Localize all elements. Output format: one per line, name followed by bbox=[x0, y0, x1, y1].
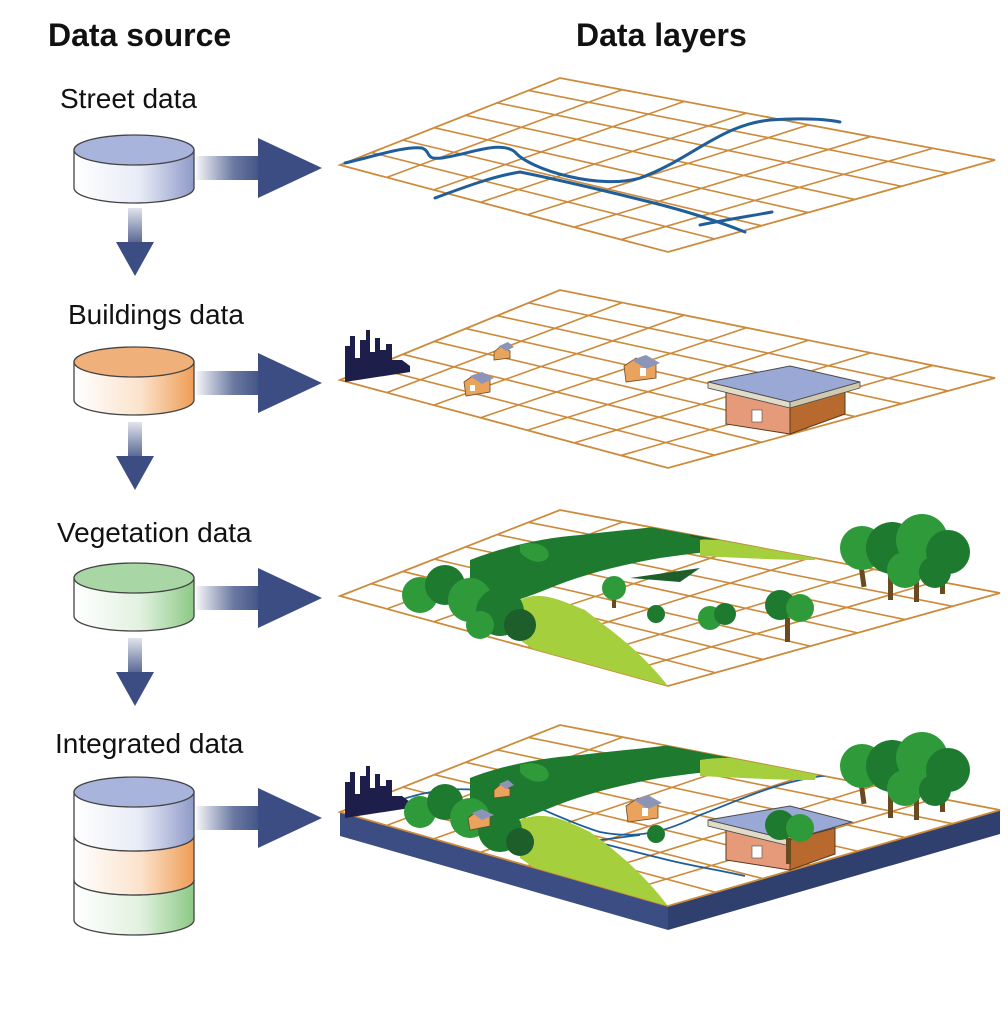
vegetation-data-label: Vegetation data bbox=[57, 517, 252, 548]
house-icon bbox=[625, 795, 662, 823]
street-data-icon bbox=[73, 134, 195, 204]
layer-base-front-left bbox=[340, 812, 668, 930]
street-lines bbox=[343, 117, 842, 234]
house-icon bbox=[467, 809, 494, 831]
data-layers-header: Data layers bbox=[576, 17, 747, 53]
large-building-icon bbox=[707, 365, 861, 435]
tree-icon bbox=[765, 810, 814, 864]
tree-icon bbox=[765, 590, 814, 642]
forest-icon bbox=[840, 514, 970, 602]
layer-base-front-right bbox=[668, 810, 1000, 930]
vegetation-layer bbox=[337, 509, 1001, 687]
integrated-data-label: Integrated data bbox=[55, 728, 244, 759]
integrated-layer bbox=[337, 724, 1001, 930]
house-icon bbox=[463, 372, 494, 397]
arrow-right-icon bbox=[196, 788, 322, 848]
vegetation-data-icon bbox=[73, 562, 195, 632]
street-layer bbox=[337, 77, 996, 253]
city-skyline-icon bbox=[345, 766, 410, 818]
tree-icon bbox=[602, 576, 626, 608]
arrow-right-icon bbox=[196, 353, 322, 413]
arrow-down-icon bbox=[116, 422, 154, 490]
large-building-icon bbox=[707, 805, 854, 871]
integrated-data-icon bbox=[73, 776, 195, 936]
tree-icon bbox=[698, 603, 736, 630]
data-source-header: Data source bbox=[48, 17, 231, 53]
arrow-down-icon bbox=[116, 208, 154, 276]
tree-icon bbox=[647, 605, 665, 623]
buildings-layer bbox=[337, 289, 996, 469]
house-icon bbox=[493, 780, 514, 799]
house-icon bbox=[493, 342, 514, 361]
house-icon bbox=[623, 355, 660, 383]
street-data-label: Street data bbox=[60, 83, 197, 114]
arrow-right-icon bbox=[196, 568, 322, 628]
forest-icon bbox=[840, 732, 970, 820]
arrow-down-icon bbox=[116, 638, 154, 706]
layer-grid bbox=[337, 289, 996, 469]
integrated-vegetation bbox=[470, 737, 820, 906]
city-skyline-icon bbox=[345, 330, 410, 382]
buildings-data-label: Buildings data bbox=[68, 299, 244, 330]
tree-icon bbox=[647, 825, 665, 843]
tree-cluster-icon bbox=[402, 565, 536, 641]
arrow-right-icon bbox=[196, 138, 322, 198]
buildings-data-icon bbox=[73, 346, 195, 416]
